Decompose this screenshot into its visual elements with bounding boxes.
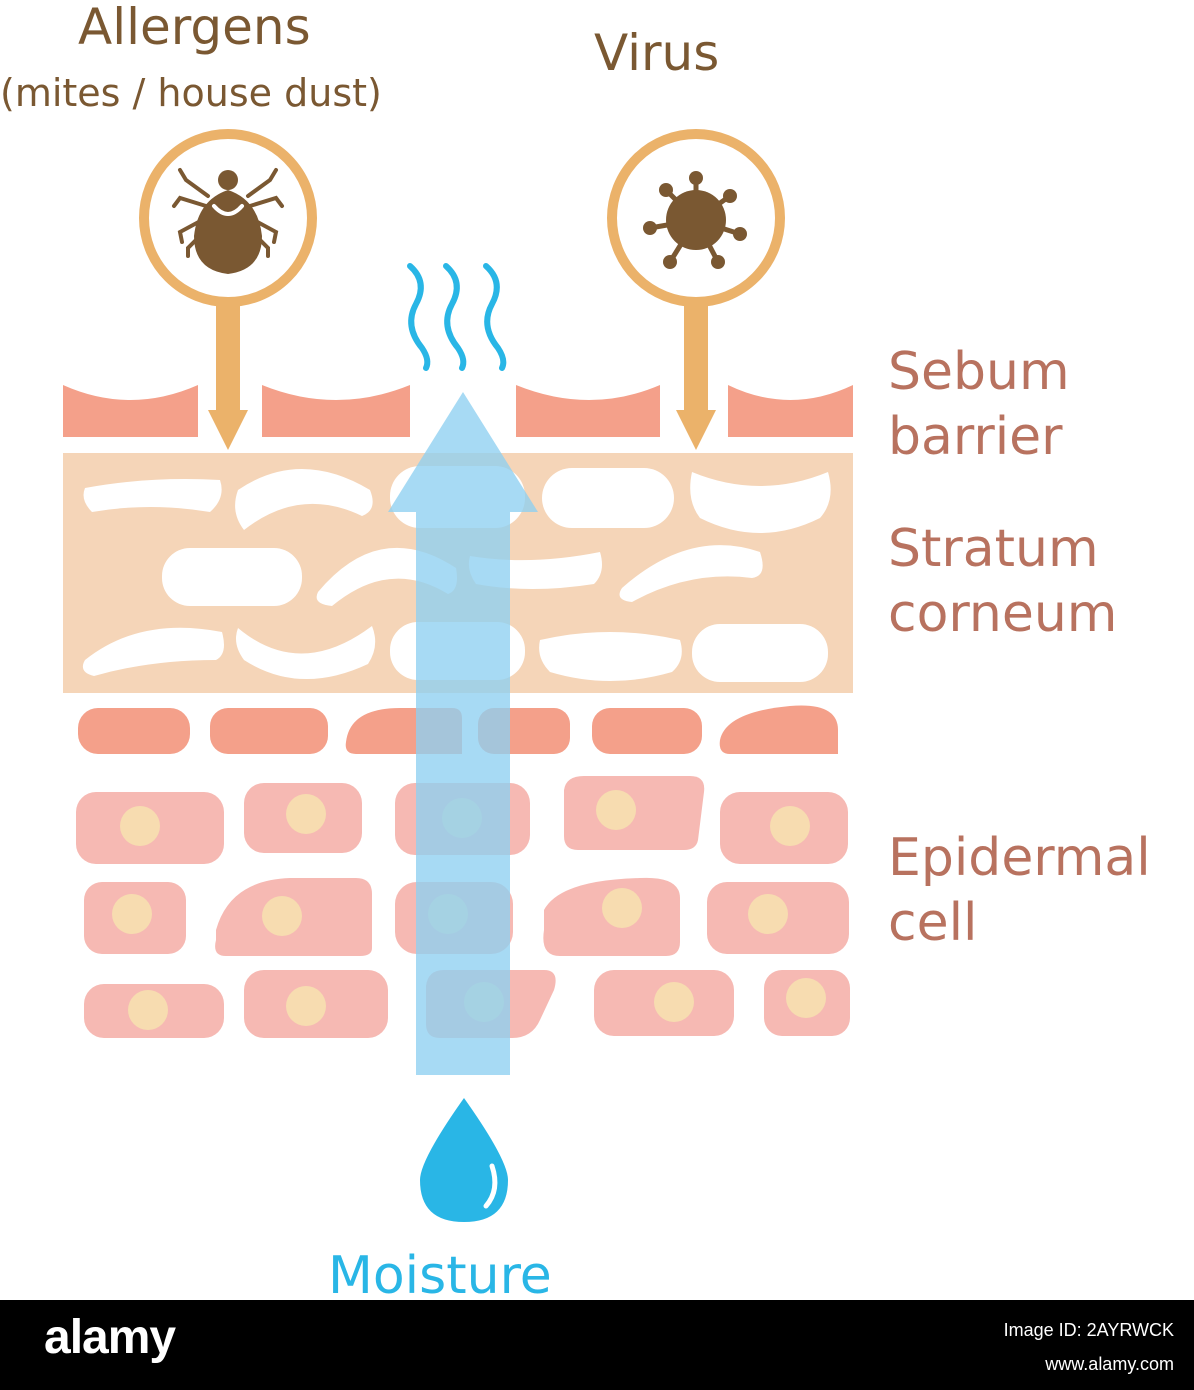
stratum-corneum-label: Stratum corneum: [888, 519, 1118, 644]
skin-barrier-diagram: [63, 129, 853, 1222]
sebum-barrier-label: Sebum barrier: [888, 342, 1070, 467]
mite-icon: [172, 168, 284, 274]
moisture-arrow: [388, 392, 538, 1075]
allergens-sublabel: (mites / house dust): [0, 71, 382, 115]
water-drop-icon: [420, 1098, 508, 1222]
virus-label: Virus: [594, 24, 720, 82]
image-id-text: Image ID: 2AYRWCK: [1003, 1320, 1174, 1340]
watermark-footer: alamy Image ID: 2AYRWCK www.alamy.com: [0, 1300, 1194, 1390]
vapor-waves-icon: [407, 263, 507, 371]
upper-epidermal-cells: [78, 705, 838, 754]
epidermal-cell-label: Epidermal cell: [888, 828, 1151, 953]
allergens-label: Allergens: [78, 0, 311, 56]
moisture-label: Moisture: [328, 1246, 552, 1306]
virus-icon: [643, 171, 747, 269]
mite-badge: [139, 129, 317, 450]
sebum-barrier-layer: [63, 385, 853, 437]
virus-badge: [607, 129, 785, 450]
site-url-text: www.alamy.com: [1045, 1354, 1174, 1374]
alamy-logo: alamy: [44, 1311, 176, 1364]
